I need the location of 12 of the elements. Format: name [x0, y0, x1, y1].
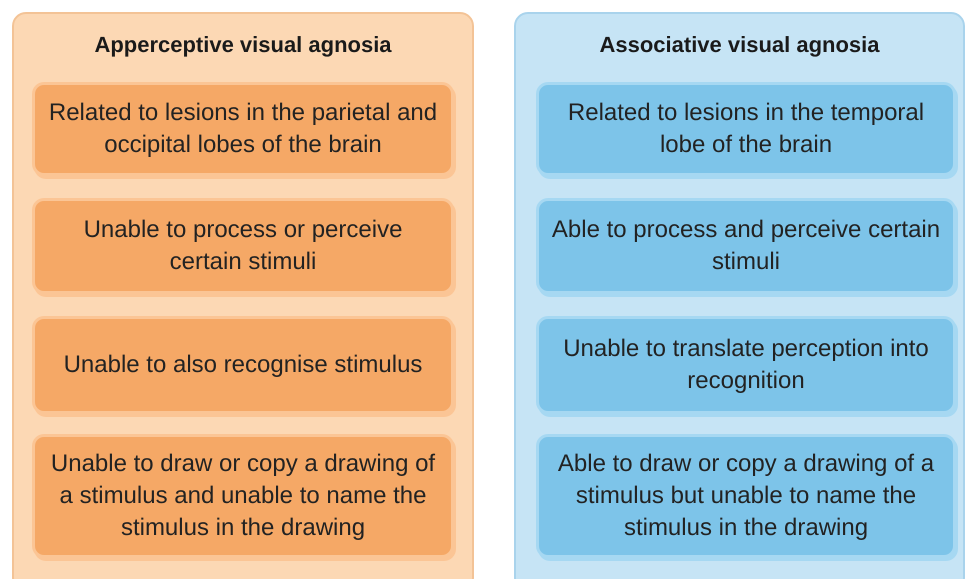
panel-heading: Associative visual agnosia — [598, 32, 881, 58]
feature-box: Related to lesions in the parietal and occipital lobes of the brain — [32, 82, 454, 176]
feature-box: Able to process and perceive certain stimuli — [536, 198, 956, 294]
category-panel — [514, 12, 965, 579]
feature-box: Unable to translate perception into recognition — [536, 316, 956, 414]
panel-heading: Apperceptive visual agnosia — [93, 32, 393, 58]
category-panel — [12, 12, 474, 579]
feature-box: Able to draw or copy a drawing of a stimulus but unable to name the stimulus in the drawing — [536, 434, 956, 558]
feature-box: Related to lesions in the temporal lobe of the brain — [536, 82, 956, 176]
feature-box: Unable to also recognise stimulus — [32, 316, 454, 414]
feature-box: Unable to process or perceive certain stimuli — [32, 198, 454, 294]
feature-box: Unable to draw or copy a drawing of a stimulus and unable to name the stimulus in the drawing — [32, 434, 454, 558]
